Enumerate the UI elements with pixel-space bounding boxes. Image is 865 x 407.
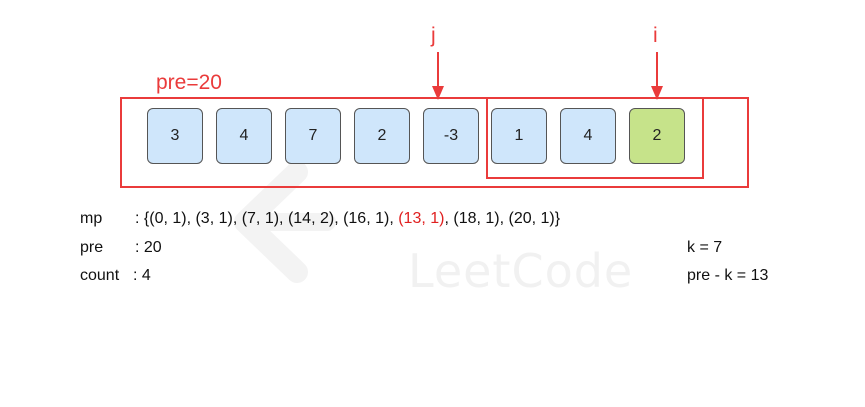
pre-minus-k-value: pre - k = 13 [687,267,769,284]
array-cell-2: 7 [285,108,341,164]
pointer-j-label: j [431,24,436,47]
mp-entry: (18, 1) [453,210,500,227]
pointer-i-line [656,52,658,88]
mp-entry: (7, 1) [241,210,280,227]
mp-open-brace: : { [135,210,150,227]
leetcode-logo-watermark [234,161,336,283]
mp-separator: , [186,210,196,227]
pointer-j-line [437,52,439,88]
mp-entry: (20, 1) [508,210,555,227]
mp-separator: , [389,210,399,227]
array-cell-3: 2 [354,108,410,164]
subarray-range-box [486,97,704,179]
mp-separator: , [499,210,509,227]
pre-sum-label: pre=20 [156,71,222,94]
count-value: : 4 [133,267,151,284]
mp-separator: , [232,210,242,227]
array-cell-0: 3 [147,108,203,164]
mp-entry: (3, 1) [195,210,233,227]
array-cell-4: -3 [423,108,479,164]
array-cell-6: 4 [560,108,616,164]
mp-separator: , [334,210,344,227]
mp-map-line: : {(0, 1), (3, 1), (7, 1), (14, 2), (16,… [135,210,560,228]
pointer-i-label: i [653,24,658,47]
leetcode-watermark-text: LeetCode [408,244,634,298]
mp-entry: (0, 1) [149,210,187,227]
array-cell-7: 2 [629,108,685,164]
pointer-i-arrowhead [651,86,663,100]
mp-entry: (16, 1) [343,210,390,227]
pre-value: : 20 [135,239,162,256]
array-cell-1: 4 [216,108,272,164]
count-label: count [80,267,120,284]
pointer-j-arrowhead [432,86,444,100]
array-cell-5: 1 [491,108,547,164]
mp-entry: (14, 2) [287,210,335,227]
mp-label: mp [80,210,103,227]
mp-entry-highlight: (13, 1) [398,210,445,227]
k-value: k = 7 [687,239,723,256]
mp-separator: , [444,210,454,227]
pre-label: pre [80,239,104,256]
mp-separator: , [279,210,288,227]
mp-close-brace: } [554,210,561,227]
